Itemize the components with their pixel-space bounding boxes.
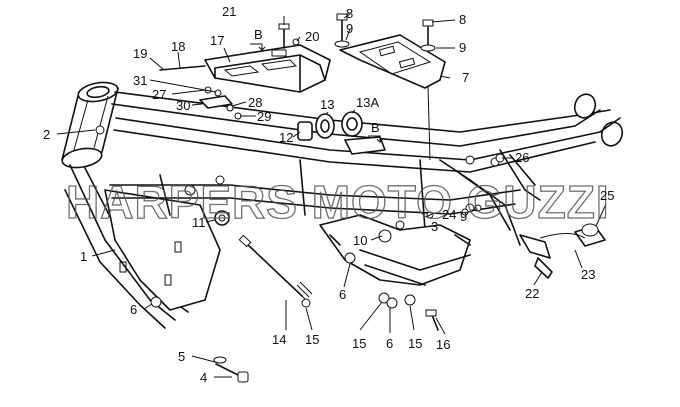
callout-26: 26 <box>515 150 529 165</box>
rod-part-18 <box>159 65 206 71</box>
section-marks: B B <box>250 27 384 143</box>
callout-14: 14 <box>272 332 286 347</box>
callout-8b: 8 <box>459 12 466 27</box>
callout-24: 24 <box>442 207 456 222</box>
switch-parts-22-25 <box>519 223 606 279</box>
callout-8a: 8 <box>346 6 353 21</box>
callout-18: 18 <box>171 39 185 54</box>
callout-20: 20 <box>305 29 319 44</box>
callout-13: 13 <box>320 97 334 112</box>
callout-31: 31 <box>133 73 147 88</box>
section-mark-b-middle: B <box>371 120 380 135</box>
callout-6b: 6 <box>339 287 346 302</box>
bracket-part-7 <box>339 34 446 161</box>
watermark-text: HARPERS MOTO GUZZI <box>66 176 610 228</box>
callout-labels: 1 2 3 4 5 6 6 6 7 8 8 9 9 9 10 11 12 13 … <box>43 4 614 385</box>
callout-5: 5 <box>178 349 185 364</box>
callout-11: 11 <box>192 215 206 230</box>
fasteners <box>150 13 505 383</box>
battery-tray <box>204 44 331 93</box>
callout-7: 7 <box>462 70 469 85</box>
callout-2: 2 <box>43 127 50 142</box>
section-mark-b-top: B <box>254 27 263 42</box>
callout-15c: 15 <box>408 336 422 351</box>
callout-15b: 15 <box>352 336 366 351</box>
callout-29: 29 <box>257 109 271 124</box>
callout-19: 19 <box>133 46 147 61</box>
main-frame <box>61 81 624 329</box>
callout-1: 1 <box>80 249 87 264</box>
callout-30: 30 <box>176 98 190 113</box>
rubber-mounts-12-13 <box>297 111 386 155</box>
callout-23: 23 <box>581 267 595 282</box>
callout-17: 17 <box>210 33 224 48</box>
callout-28: 28 <box>248 95 262 110</box>
callout-16: 16 <box>436 337 450 352</box>
callout-12: 12 <box>279 130 293 145</box>
callout-22: 22 <box>525 286 539 301</box>
callout-4: 4 <box>200 370 207 385</box>
callout-25: 25 <box>600 188 614 203</box>
callout-9a: 9 <box>346 21 353 36</box>
callout-6a: 6 <box>130 302 137 317</box>
callout-3: 3 <box>431 219 438 234</box>
callout-13a: 13A <box>356 95 379 110</box>
leader-lines <box>56 13 607 378</box>
clamp-part-30 <box>199 95 233 109</box>
callout-10: 10 <box>353 233 367 248</box>
callout-9c: 9 <box>460 209 467 224</box>
callout-9b: 9 <box>459 40 466 55</box>
callout-6c: 6 <box>386 336 393 351</box>
callout-15a: 15 <box>305 332 319 347</box>
callout-21: 21 <box>222 4 236 19</box>
callout-27: 27 <box>152 87 166 102</box>
